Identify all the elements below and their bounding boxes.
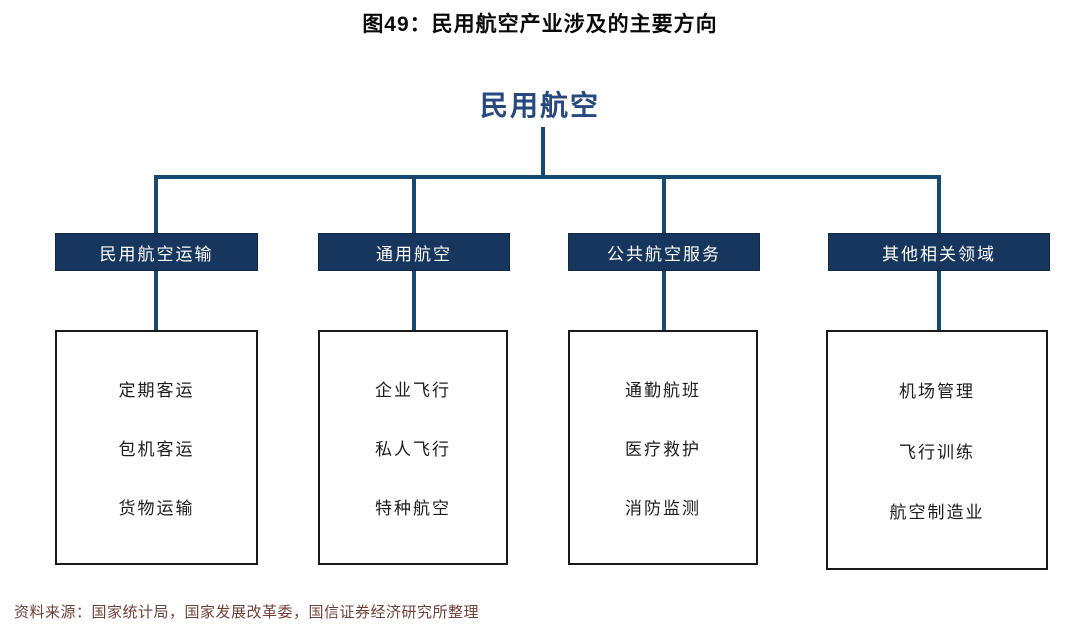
leaf-item: 航空制造业 [889, 502, 985, 522]
connector-branch-leaf-1 [154, 271, 158, 330]
branch-label: 公共航空服务 [607, 244, 721, 264]
leaf-item: 特种航空 [375, 499, 451, 518]
connector-branch-leaf-3 [662, 271, 666, 330]
leaf-item: 包机客运 [118, 440, 195, 459]
branch-label: 其他相关领域 [882, 244, 996, 264]
leaf-box-other-related-fields: 机场管理 飞行训练 航空制造业 [826, 330, 1048, 570]
leaf-item: 消防监测 [625, 499, 701, 518]
connector-drop-branch-2 [412, 179, 416, 233]
connector-root-stem [541, 127, 545, 177]
leaf-box-general-aviation: 企业飞行 私人飞行 特种航空 [318, 330, 508, 565]
branch-box-general-aviation: 通用航空 [318, 233, 510, 271]
connector-drop-branch-3 [662, 179, 666, 233]
leaf-item: 通勤航班 [625, 381, 701, 400]
branch-box-other-related-fields: 其他相关领域 [828, 233, 1050, 271]
source-note: 资料来源：国家统计局，国家发展改革委，国信证券经济研究所整理 [14, 604, 480, 621]
connector-drop-branch-1 [154, 179, 158, 233]
figure-title: 图49：民用航空产业涉及的主要方向 [362, 13, 718, 36]
connector-horizontal-bus [154, 175, 941, 179]
leaf-item: 货物运输 [118, 499, 195, 518]
connector-branch-leaf-2 [412, 271, 416, 330]
branch-box-public-air-services: 公共航空服务 [568, 233, 760, 271]
leaf-item: 定期客运 [118, 381, 195, 400]
connector-branch-leaf-4 [937, 271, 941, 330]
leaf-item: 企业飞行 [375, 381, 451, 400]
branch-label: 民用航空运输 [99, 244, 214, 264]
leaf-box-public-air-services: 通勤航班 医疗救护 消防监测 [568, 330, 758, 565]
leaf-box-civil-air-transport: 定期客运 包机客运 货物运输 [55, 330, 258, 565]
leaf-item: 飞行训练 [899, 442, 975, 462]
leaf-item: 机场管理 [899, 382, 975, 402]
leaf-item: 私人飞行 [375, 440, 451, 459]
branch-label: 通用航空 [376, 244, 452, 264]
connector-drop-branch-4 [937, 175, 941, 233]
root-node-label: 民用航空 [479, 90, 600, 121]
branch-box-civil-air-transport: 民用航空运输 [55, 233, 258, 271]
leaf-item: 医疗救护 [625, 440, 701, 459]
